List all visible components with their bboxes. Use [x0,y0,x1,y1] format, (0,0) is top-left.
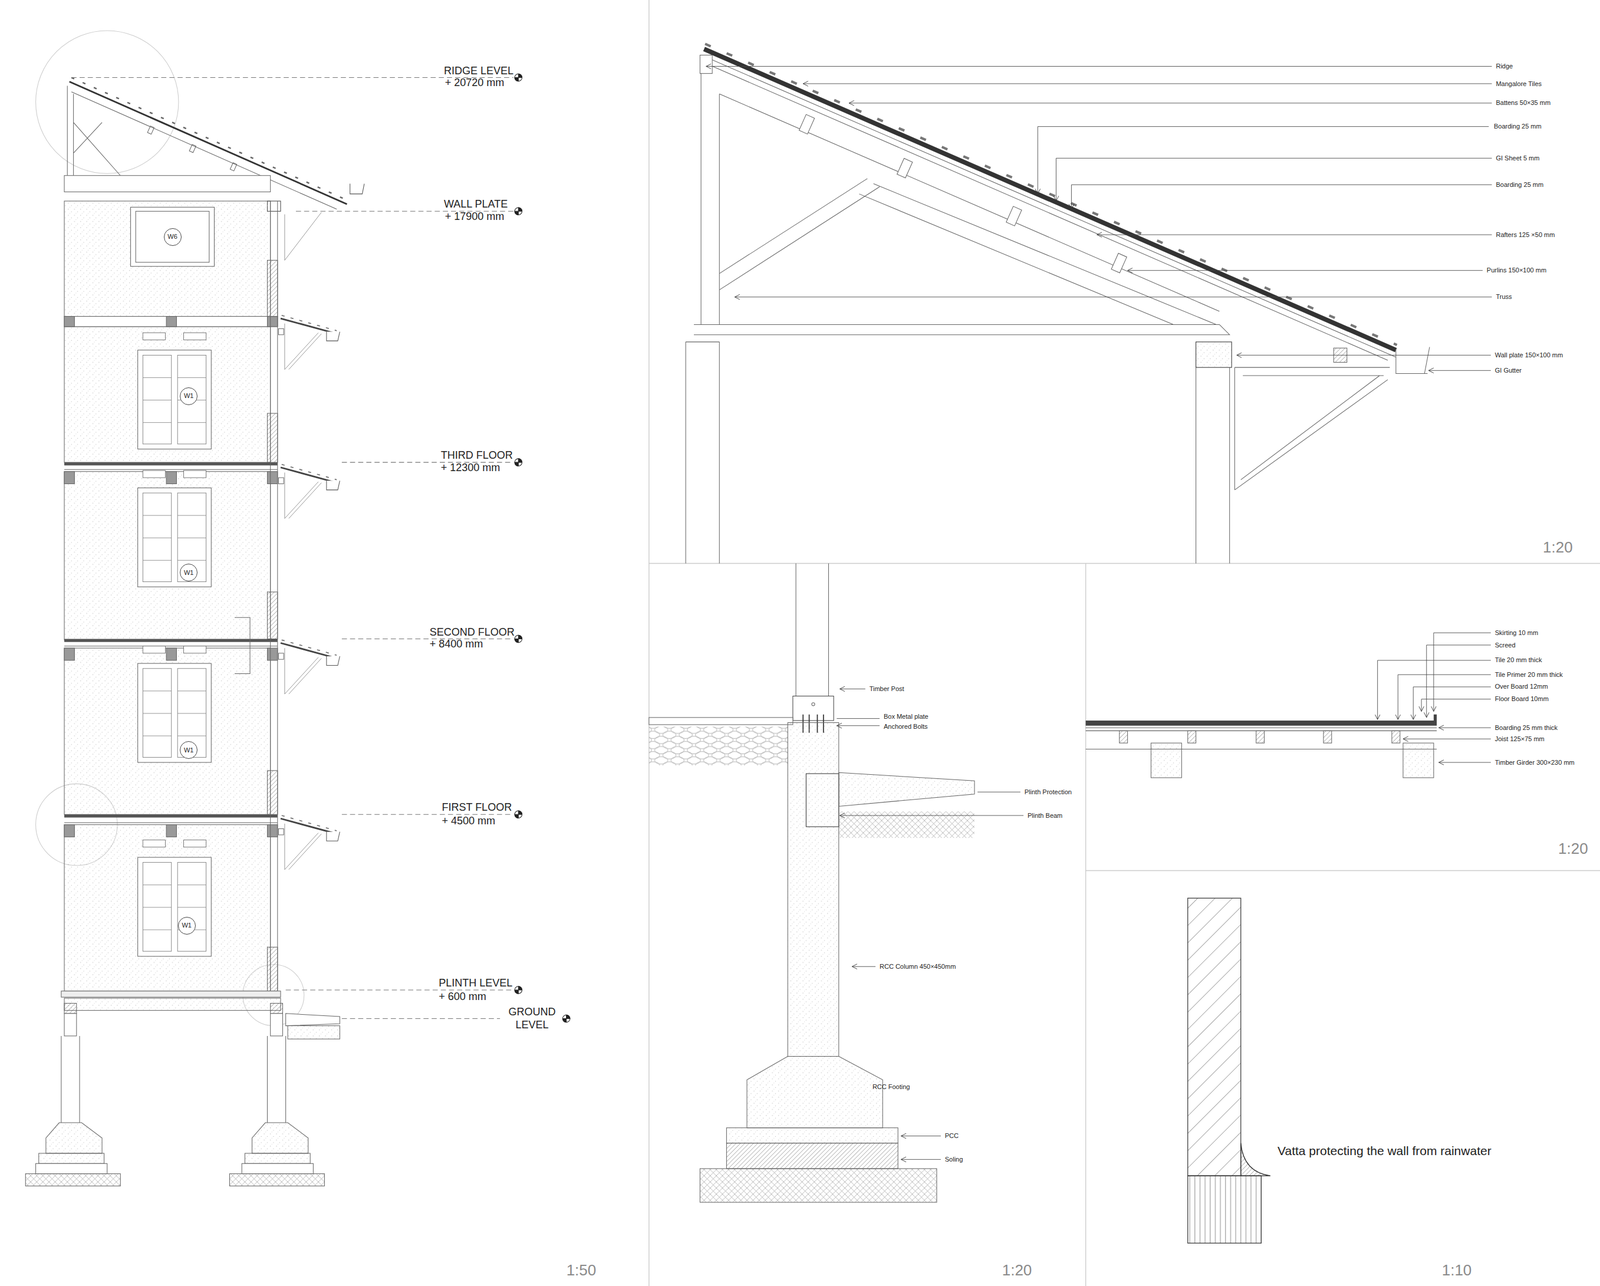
callout-label: Floor Board 10mm [1495,695,1549,703]
scale-label: 1:50 [566,1261,597,1279]
callout-label: GI Gutter [1495,366,1522,374]
callout-label: Over Board 12mm [1495,682,1549,690]
elevation-value: + 600 mm [438,991,487,1003]
window-tag: W1 [179,387,198,406]
callout-label: Purlins 150×100 mm [1486,266,1547,274]
scale-label: 1:20 [1558,840,1589,858]
callout-label: Battens 50×35 mm [1495,99,1551,107]
callout-label: RCC Column 450×450mm [879,962,956,970]
scale-label: 1:20 [1542,538,1573,556]
scale-label: 1:10 [1442,1261,1473,1279]
level-label: WALL PLATE [443,198,508,211]
callout-label: Truss [1495,292,1512,301]
callout-label: Boarding 25 mm [1493,122,1542,130]
callout-label: Wall plate 150×100 mm [1495,351,1563,359]
callout-label: Anchored Bolts [883,722,928,730]
callout-label: Joist 125×75 mm [1495,735,1545,743]
scale-label: 1:20 [1002,1261,1033,1279]
callout-label: Skirting 10 mm [1495,629,1539,637]
callout-label: Plinth Beam [1027,811,1063,819]
callout-label: Timber Post [869,685,905,693]
callout-label: Tile Primer 20 mm thick [1495,670,1563,678]
level-label: FIRST FLOOR [441,801,512,814]
window-tag-text: W1 [183,392,194,400]
callout-label: Box Metal plate [883,712,929,720]
note-text: Vatta protecting the wall from rainwater [1277,1143,1492,1158]
level-label: SECOND FLOOR [429,626,515,639]
callout-label: Ridge [1495,62,1513,70]
callout-label: Boarding 25 mm thick [1495,723,1558,732]
callout-label: Tile 20 mm thick [1495,656,1543,664]
callout-label: GI Sheet 5 mm [1495,154,1540,162]
elevation-value: + 8400 mm [429,638,484,651]
callout-label: Mangalore Tiles [1495,80,1542,88]
window-tag: W1 [178,916,196,935]
level-label: PLINTH LEVEL [438,977,513,990]
callout-label: Soling [945,1155,964,1163]
elevation-value: + 17900 mm [445,211,505,223]
level-label: GROUND LEVEL [504,1005,561,1032]
callout-label: Boarding 25 mm [1495,180,1544,189]
level-label: THIRD FLOOR [440,449,513,462]
level-label: RIDGE LEVEL [443,65,514,78]
callout-label: PCC [945,1131,959,1139]
callout-label: Rafters 125 ×50 mm [1495,231,1555,239]
window-tag: W1 [179,741,198,759]
callout-label: Timber Girder 300×230 mm [1495,758,1575,766]
window-tag-text: W1 [181,922,192,929]
window-tag-text: W1 [183,569,194,576]
window-tag: W1 [179,563,198,582]
window-tag-text: W6 [167,233,178,240]
callout-label: RCC Footing [872,1082,911,1091]
callout-label: Screed [1495,641,1516,649]
elevation-value: + 12300 mm [440,462,501,474]
elevation-value: + 4500 mm [441,815,496,828]
window-tag-text: W1 [183,746,194,754]
window-tag: W6 [163,228,182,246]
callout-label: Plinth Protection [1024,788,1072,796]
elevation-value: + 20720 mm [445,77,505,90]
